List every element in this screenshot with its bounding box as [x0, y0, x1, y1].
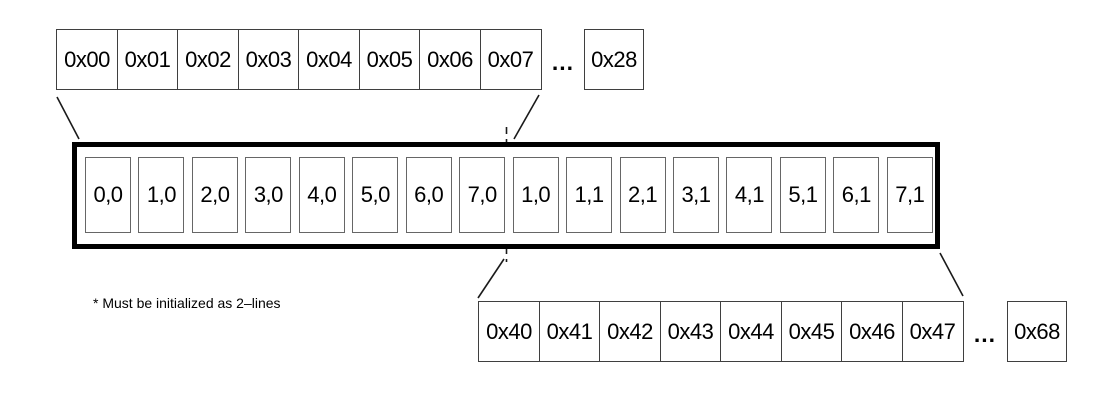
buffer-cell: 5,0 — [352, 157, 399, 233]
address-cell: 0x03 — [237, 29, 300, 90]
connector-top-left-line — [56, 96, 80, 140]
connector-bottom-left-line — [477, 258, 505, 299]
connector-bottom-right-line — [939, 252, 964, 297]
buffer-cell: 7,1 — [886, 157, 933, 233]
buffer-cell: 1,0 — [512, 157, 559, 233]
buffer-cell-row: 0,0 1,0 2,0 3,0 4,0 5,0 6,0 7,0 1,0 1,1 … — [85, 157, 933, 233]
buffer-cell: 0,0 — [85, 157, 131, 233]
buffer-cell: 4,1 — [726, 157, 773, 233]
address-cell: 0x06 — [419, 29, 481, 90]
address-cell: 0x07 — [479, 29, 542, 90]
line-buffer-box: 0,0 1,0 2,0 3,0 4,0 5,0 6,0 7,0 1,0 1,1 … — [72, 142, 940, 249]
address-cell: 0x04 — [298, 29, 360, 90]
buffer-cell: 4,0 — [298, 157, 345, 233]
address-cell: 0x47 — [901, 301, 964, 362]
buffer-cell: 1,1 — [566, 157, 613, 233]
buffer-cell: 7,0 — [459, 157, 506, 233]
buffer-cell: 6,1 — [833, 157, 880, 233]
upper-address-row: 0x00 0x01 0x02 0x03 0x04 0x05 0x06 0x07 — [56, 29, 542, 90]
address-cell: 0x40 — [478, 301, 540, 362]
address-cell: 0x01 — [116, 29, 179, 90]
buffer-cell: 3,1 — [672, 157, 719, 233]
address-cell: 0x00 — [56, 29, 118, 90]
buffer-cell: 3,0 — [245, 157, 292, 233]
buffer-cell: 2,1 — [619, 157, 666, 233]
address-cell: 0x41 — [538, 301, 601, 362]
address-cell: 0x46 — [841, 301, 903, 362]
buffer-cell: 6,0 — [405, 157, 452, 233]
address-cell: 0x44 — [720, 301, 782, 362]
lower-address-row: 0x40 0x41 0x42 0x43 0x44 0x45 0x46 0x47 — [478, 301, 964, 362]
address-cell: 0x45 — [780, 301, 843, 362]
ellipsis: ... — [973, 321, 997, 347]
address-cell: 0x42 — [599, 301, 661, 362]
ellipsis: ... — [551, 49, 575, 75]
address-cell-end: 0x68 — [1007, 301, 1067, 362]
address-cell: 0x43 — [659, 301, 722, 362]
buffer-cell: 1,0 — [138, 157, 185, 233]
note-text: * Must be initialized as 2–lines — [93, 295, 281, 311]
address-cell-end: 0x28 — [584, 29, 644, 90]
address-cell: 0x02 — [177, 29, 239, 90]
connector-top-right-line — [513, 94, 540, 140]
address-cell: 0x05 — [358, 29, 421, 90]
buffer-cell: 2,0 — [191, 157, 238, 233]
buffer-cell: 5,1 — [779, 157, 826, 233]
